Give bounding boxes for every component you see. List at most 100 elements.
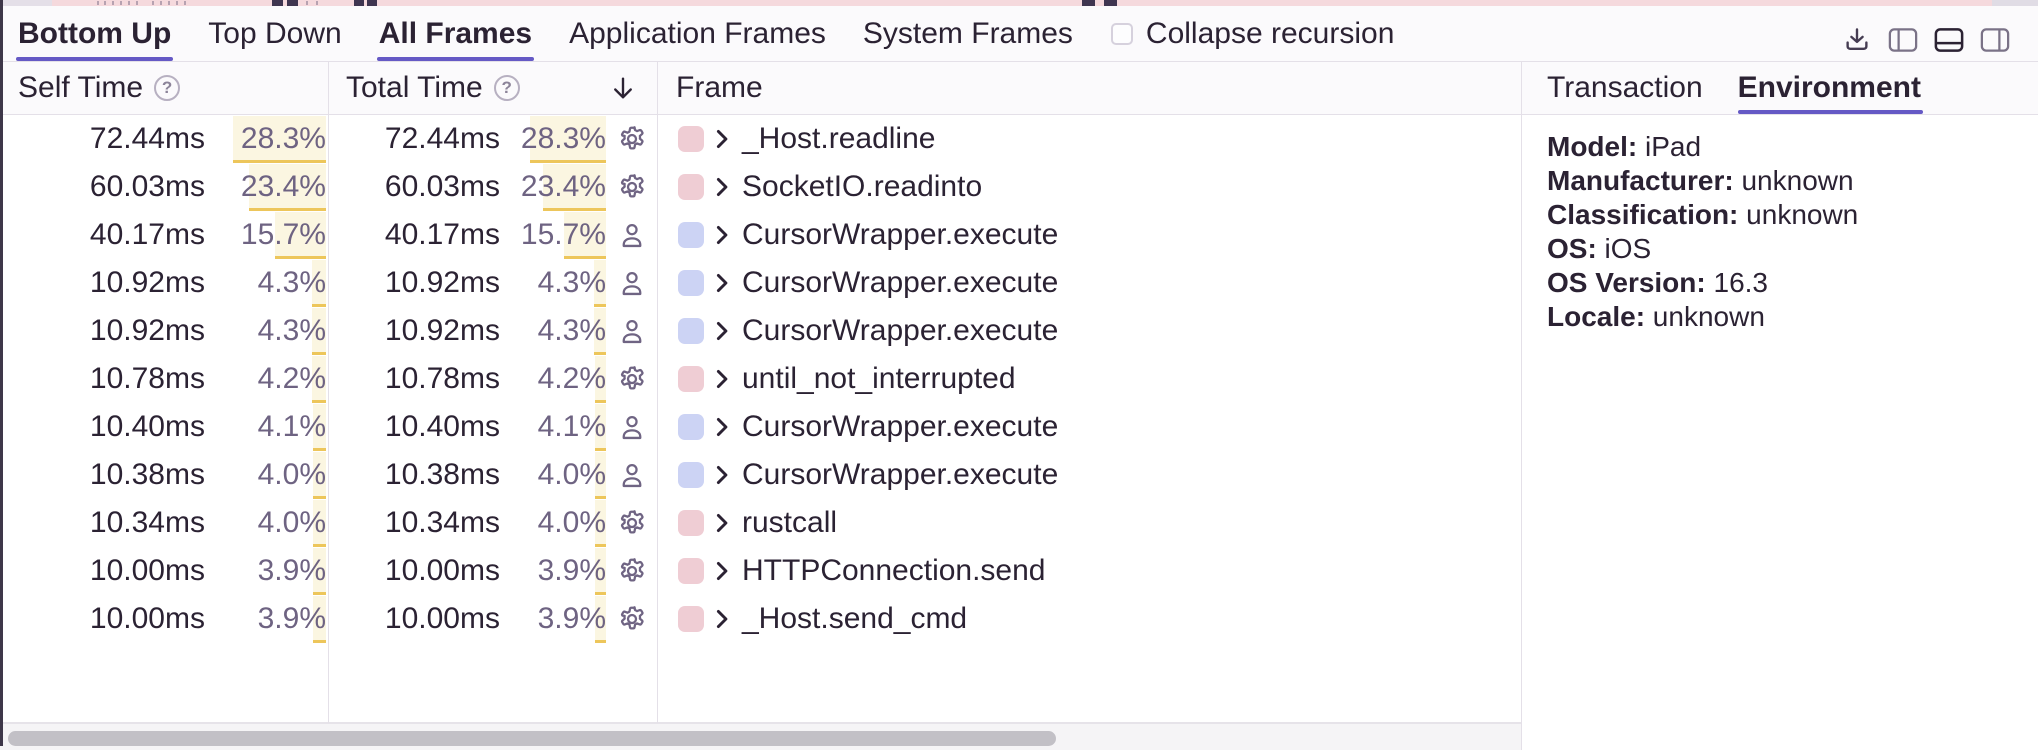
chevron-right-icon[interactable] bbox=[715, 560, 730, 582]
column-header-frame[interactable]: Frame bbox=[657, 62, 1521, 114]
gear-icon bbox=[606, 171, 657, 203]
tab-bottom-up[interactable]: Bottom Up bbox=[15, 6, 174, 61]
chevron-right-icon[interactable] bbox=[715, 416, 730, 438]
frame-cell[interactable]: CursorWrapper.execute bbox=[657, 211, 1521, 259]
percent-bar bbox=[595, 404, 606, 451]
frame-color-swatch bbox=[678, 126, 704, 152]
chevron-right-icon[interactable] bbox=[715, 272, 730, 294]
table-row[interactable]: 10.38ms 4.0%10.38ms 4.0% CursorWrapper.exe… bbox=[0, 451, 1521, 499]
percent-bar bbox=[312, 260, 326, 307]
percent-value: 4.3% bbox=[257, 314, 326, 347]
percent-value: 4.3% bbox=[537, 314, 606, 347]
collapse-recursion-label: Collapse recursion bbox=[1145, 16, 1395, 50]
arrow-down-icon[interactable] bbox=[608, 73, 638, 103]
help-icon[interactable]: ? bbox=[493, 75, 520, 101]
panel-tab-environment[interactable]: Environment bbox=[1737, 62, 1924, 114]
frame-cell[interactable]: CursorWrapper.execute bbox=[657, 403, 1521, 451]
tab-top-down[interactable]: Top Down bbox=[208, 16, 342, 50]
help-icon[interactable]: ? bbox=[154, 75, 181, 101]
frame-cell[interactable]: SocketIO.readinto bbox=[657, 163, 1521, 211]
dock-right-icon[interactable] bbox=[1980, 27, 2010, 53]
horizontal-scrollbar[interactable] bbox=[0, 723, 1521, 750]
download-icon[interactable] bbox=[1842, 25, 1872, 55]
frame-cell[interactable]: CursorWrapper.execute bbox=[657, 451, 1521, 499]
percent-cell: 4.0% bbox=[500, 499, 606, 547]
time-value: 10.40ms bbox=[89, 410, 205, 443]
chevron-right-icon[interactable] bbox=[715, 224, 730, 246]
frame-name: CursorWrapper.execute bbox=[742, 410, 1059, 443]
chevron-right-icon[interactable] bbox=[715, 320, 730, 342]
percent-value: 4.0% bbox=[537, 458, 606, 491]
frame-cell[interactable]: _Host.send_cmd bbox=[657, 595, 1521, 643]
percent-value: 4.1% bbox=[257, 410, 326, 443]
minimap-segment bbox=[0, 0, 52, 6]
panel-tab-transaction[interactable]: Transaction bbox=[1547, 71, 1703, 104]
tab-system-frames[interactable]: System Frames bbox=[862, 16, 1073, 50]
percent-cell: 15.7% bbox=[205, 211, 326, 259]
frame-cell[interactable]: rustcall bbox=[657, 499, 1521, 547]
percent-bar bbox=[595, 452, 606, 499]
panel-divider bbox=[1521, 62, 1522, 750]
collapse-recursion-checkbox[interactable] bbox=[1110, 22, 1133, 45]
person-icon bbox=[606, 459, 657, 491]
view-tab-bar: Bottom Up Top Down All Frames Application F… bbox=[0, 6, 2038, 62]
frame-cell[interactable]: _Host.readline bbox=[657, 115, 1521, 163]
chevron-right-icon[interactable] bbox=[715, 128, 730, 150]
detail-label: Manufacturer: bbox=[1547, 165, 1734, 196]
chevron-right-icon[interactable] bbox=[715, 176, 730, 198]
frame-color-swatch bbox=[678, 366, 704, 392]
percent-value: 4.0% bbox=[257, 506, 326, 539]
chevron-right-icon[interactable] bbox=[715, 608, 730, 630]
column-divider bbox=[657, 62, 658, 723]
tab-application-frames[interactable]: Application Frames bbox=[569, 16, 826, 50]
total-time-cell: 10.38ms 4.0% bbox=[328, 451, 657, 499]
time-value: 10.00ms bbox=[89, 602, 205, 635]
percent-bar bbox=[313, 452, 326, 499]
collapse-recursion-toggle[interactable]: Collapse recursion bbox=[1110, 6, 1395, 61]
column-header-self-time[interactable]: Self Time ? bbox=[0, 62, 328, 114]
percent-cell: 3.9% bbox=[205, 595, 326, 643]
percent-cell: 4.1% bbox=[500, 403, 606, 451]
dock-bottom-icon[interactable] bbox=[1934, 27, 1964, 53]
percent-value: 4.0% bbox=[537, 506, 606, 539]
frame-cell[interactable]: CursorWrapper.execute bbox=[657, 307, 1521, 355]
chevron-right-icon[interactable] bbox=[715, 368, 730, 390]
percent-bar bbox=[564, 212, 606, 259]
frame-cell[interactable]: CursorWrapper.execute bbox=[657, 259, 1521, 307]
frame-color-swatch bbox=[678, 462, 704, 488]
chevron-right-icon[interactable] bbox=[715, 464, 730, 486]
time-value: 10.38ms bbox=[384, 458, 500, 491]
percent-value: 4.0% bbox=[257, 458, 326, 491]
frame-header-label: Frame bbox=[676, 71, 763, 104]
column-header-total-time[interactable]: Total Time ? bbox=[328, 62, 657, 114]
tab-all-frames[interactable]: All Frames bbox=[376, 6, 535, 61]
time-value: 10.92ms bbox=[384, 314, 500, 347]
frame-cell[interactable]: until_not_interrupted bbox=[657, 355, 1521, 403]
percent-bar bbox=[595, 548, 606, 595]
minimap-mark bbox=[104, 1, 106, 5]
chevron-right-icon[interactable] bbox=[715, 512, 730, 534]
percent-cell: 28.3% bbox=[500, 115, 606, 163]
scrollbar-thumb[interactable] bbox=[8, 731, 1056, 746]
total-time-cell: 10.92ms 4.3% bbox=[328, 307, 657, 355]
dock-left-icon[interactable] bbox=[1888, 27, 1918, 53]
frame-color-swatch bbox=[678, 318, 704, 344]
frame-cell[interactable]: HTTPConnection.send bbox=[657, 547, 1521, 595]
